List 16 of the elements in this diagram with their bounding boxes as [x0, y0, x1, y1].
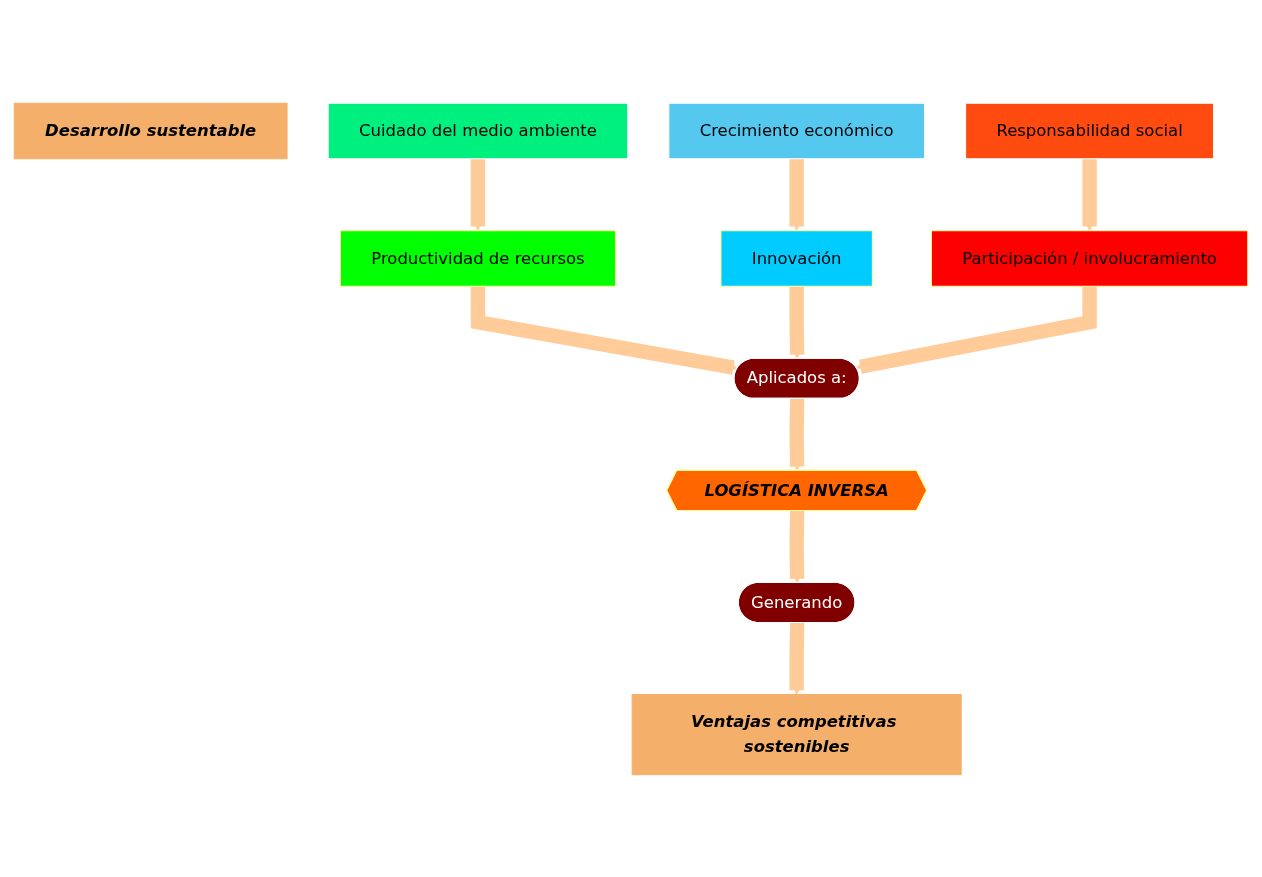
arrow: [470, 285, 738, 375]
arrow: [789, 158, 804, 231]
node-box: Productividad de recursos: [339, 229, 616, 287]
node-box: Participación / involucramiento: [930, 229, 1249, 287]
node-box: Innovación: [720, 229, 873, 287]
node-box: Crecimiento económico: [668, 102, 925, 159]
arrow: [789, 285, 805, 359]
node-box: Responsabilidad social: [965, 102, 1215, 159]
arrow: [789, 398, 805, 471]
node-box: Ventajas competitivas sostenibles: [631, 693, 962, 775]
arrow: [1082, 158, 1097, 231]
arrow: [789, 622, 805, 695]
node-box: Cuidado del medio ambiente: [327, 102, 629, 159]
arrow: [470, 158, 486, 231]
arrow: [789, 510, 805, 583]
node-box: Desarrollo sustentable: [13, 102, 288, 159]
